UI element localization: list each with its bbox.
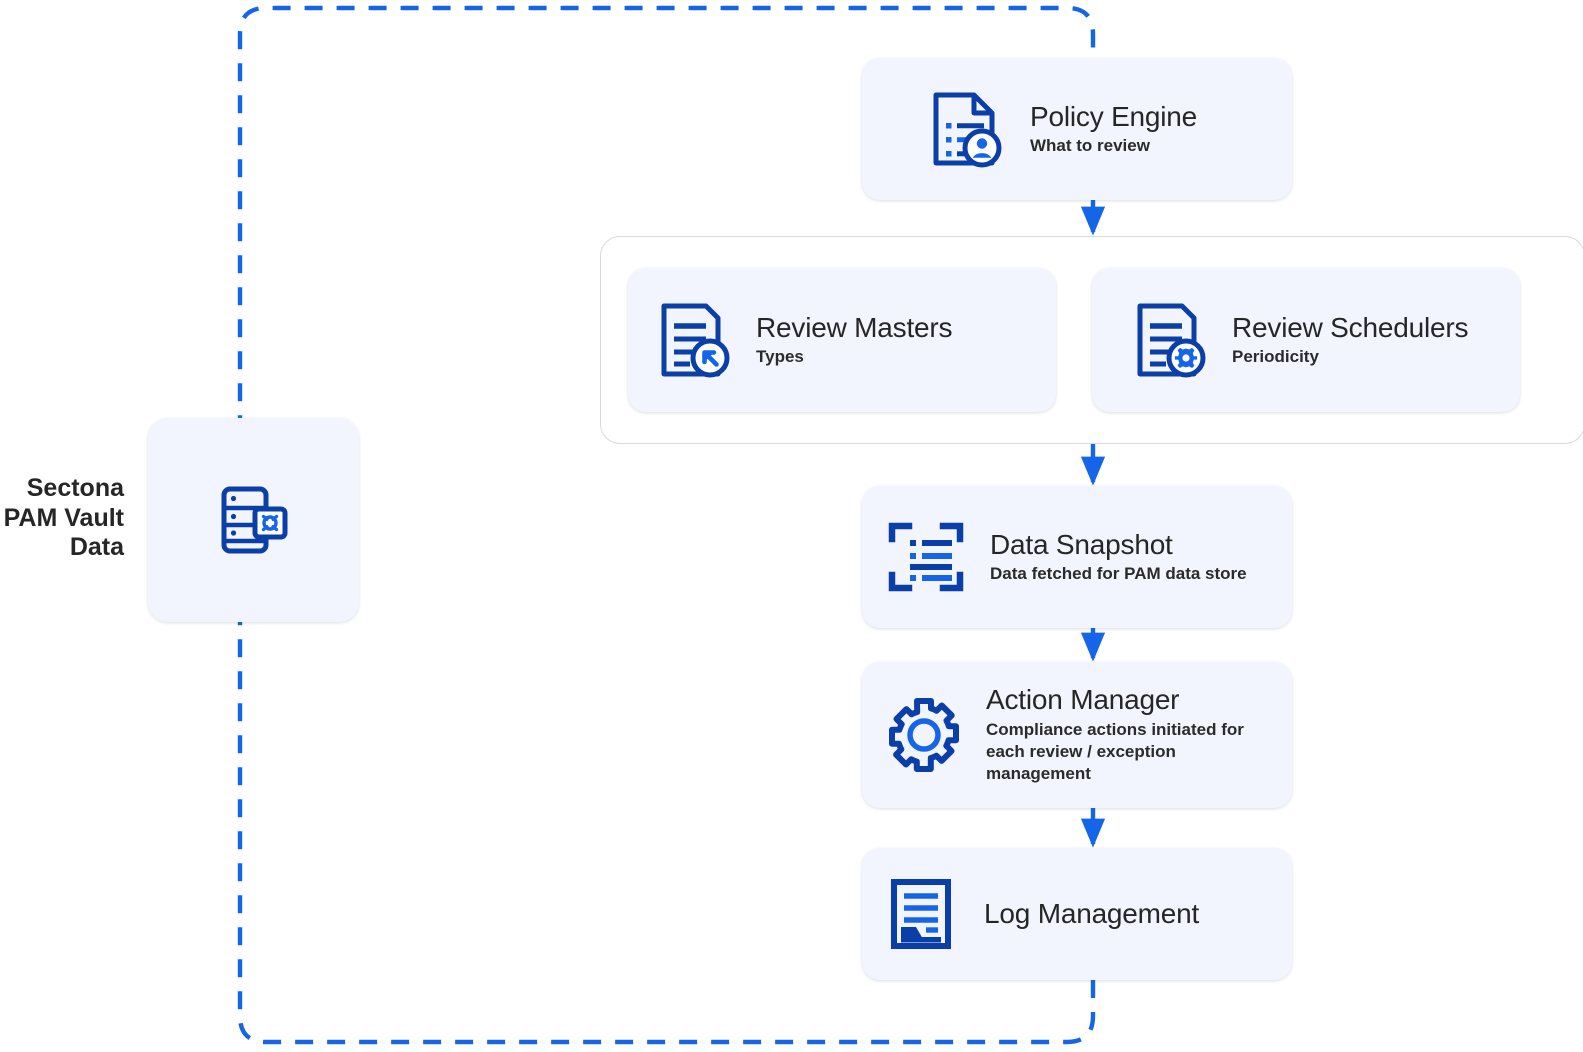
node-review-masters[interactable]: Review Masters Types	[628, 268, 1056, 412]
node-data-snapshot[interactable]: Data Snapshot Data fetched for PAM data …	[862, 486, 1292, 628]
vault-label-line-3: Data	[69, 533, 124, 561]
action-manager-title: Action Manager	[986, 684, 1180, 716]
review-masters-title: Review Masters	[756, 311, 953, 343]
vault-server-icon	[215, 481, 293, 559]
scan-list-icon	[886, 517, 966, 597]
gear-icon	[884, 695, 964, 775]
vault-label-line-1: Sectona	[26, 474, 124, 502]
document-arrow-icon	[658, 301, 732, 379]
data-snapshot-title: Data Snapshot	[990, 528, 1173, 560]
policy-engine-title: Policy Engine	[1030, 100, 1198, 132]
review-masters-text: Review Masters Types	[756, 311, 953, 369]
review-schedulers-subtitle: Periodicity	[1232, 346, 1319, 366]
log-management-title: Log Management	[984, 898, 1200, 930]
vault-label-line-2: PAM Vault	[3, 503, 124, 532]
review-schedulers-text: Review Schedulers Periodicity	[1232, 312, 1468, 369]
data-snapshot-text: Data Snapshot Data fetched for PAM data …	[990, 529, 1247, 586]
node-log-management[interactable]: Log Management	[862, 848, 1292, 980]
document-user-icon	[930, 90, 1004, 168]
document-gear-icon	[1134, 301, 1208, 379]
action-manager-subtitle: Compliance actions initiated for each re…	[986, 719, 1244, 784]
vault-label: Sectona PAM Vault Data	[0, 474, 124, 563]
data-snapshot-subtitle: Data fetched for PAM data store	[990, 563, 1247, 583]
vault-node[interactable]	[148, 418, 359, 622]
log-document-icon	[888, 877, 954, 951]
node-policy-engine[interactable]: Policy Engine What to review	[862, 58, 1292, 200]
node-action-manager[interactable]: Action Manager Compliance actions initia…	[862, 662, 1292, 808]
node-review-schedulers[interactable]: Review Schedulers Periodicity	[1092, 268, 1520, 412]
policy-engine-text: Policy Engine What to review	[1030, 101, 1197, 158]
review-masters-subtitle: Types	[756, 346, 804, 366]
log-management-text: Log Management	[984, 898, 1199, 929]
action-manager-text: Action Manager Compliance actions initia…	[986, 684, 1266, 786]
policy-engine-subtitle: What to review	[1030, 135, 1150, 155]
review-schedulers-title: Review Schedulers	[1232, 311, 1469, 343]
